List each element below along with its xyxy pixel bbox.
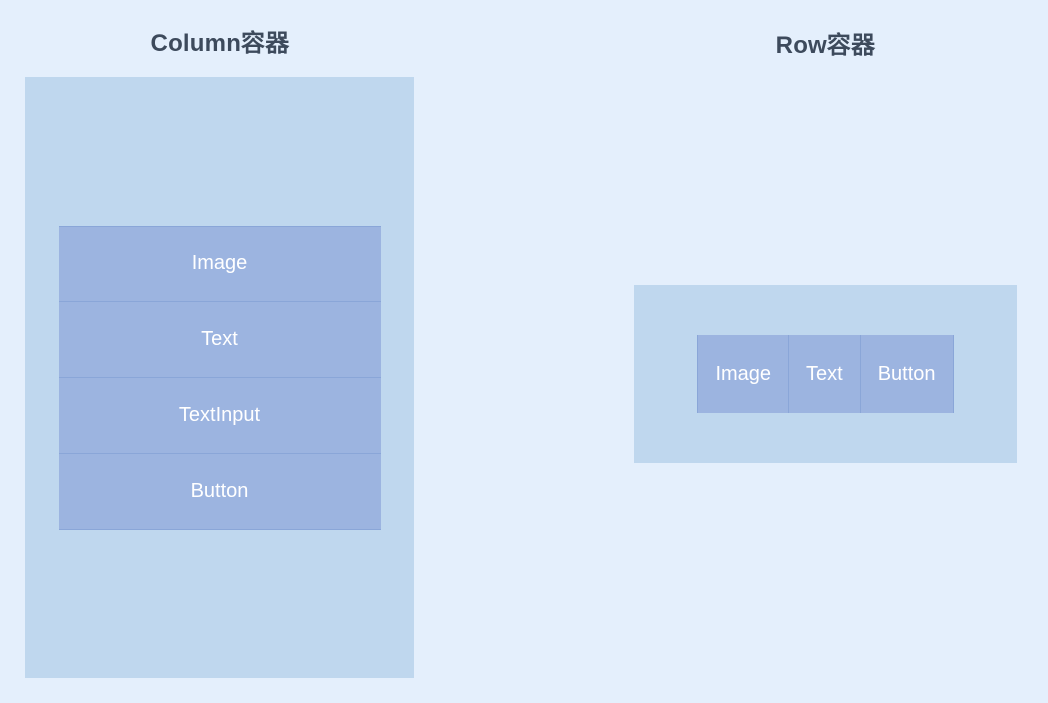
column-item-group: Image Text TextInput Button <box>58 225 381 530</box>
column-container: Image Text TextInput Button <box>25 77 414 678</box>
row-panel-title: Row容器 <box>775 32 876 59</box>
column-panel-title: Column容器 <box>150 30 290 57</box>
row-item-text[interactable]: Text <box>789 335 861 413</box>
column-item-image[interactable]: Image <box>58 225 381 302</box>
column-item-textinput[interactable]: TextInput <box>58 377 381 454</box>
row-item-button[interactable]: Button <box>860 335 954 413</box>
row-container: Image Text Button <box>634 285 1017 463</box>
row-item-group: Image Text Button <box>697 335 954 413</box>
column-item-button[interactable]: Button <box>58 453 381 530</box>
row-item-image[interactable]: Image <box>697 335 790 413</box>
column-item-text[interactable]: Text <box>58 301 381 378</box>
